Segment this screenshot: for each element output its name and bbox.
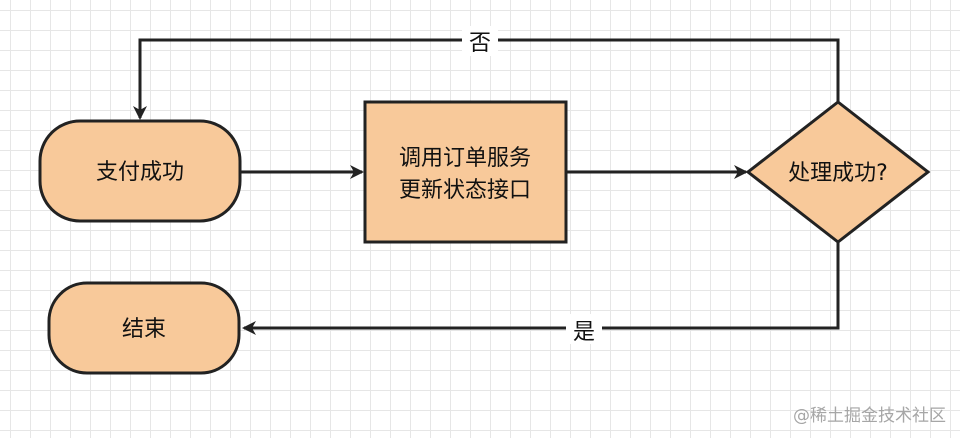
node-process-success-label: 处理成功? <box>788 161 888 186</box>
node-end[interactable]: 结束 <box>47 281 241 375</box>
watermark-text: @稀土掘金技术社区 <box>793 406 946 426</box>
node-process-success-decision[interactable]: 处理成功? <box>745 100 931 244</box>
edge-label-no: 否 <box>469 31 491 56</box>
edge-label-yes: 是 <box>573 320 595 345</box>
edge-label-no-bg <box>462 26 498 56</box>
node-call-order-service-line2: 更新状态接口 <box>399 178 531 203</box>
node-end-label: 结束 <box>122 317 166 342</box>
node-call-order-service[interactable]: 调用订单服务 更新状态接口 <box>363 100 568 244</box>
node-call-order-service-line1: 调用订单服务 <box>399 146 531 171</box>
node-pay-success[interactable]: 支付成功 <box>38 119 242 223</box>
edge-label-yes-bg <box>566 314 602 344</box>
node-pay-success-label: 支付成功 <box>96 160 184 185</box>
edge-decision-yes-to-end <box>242 242 840 335</box>
